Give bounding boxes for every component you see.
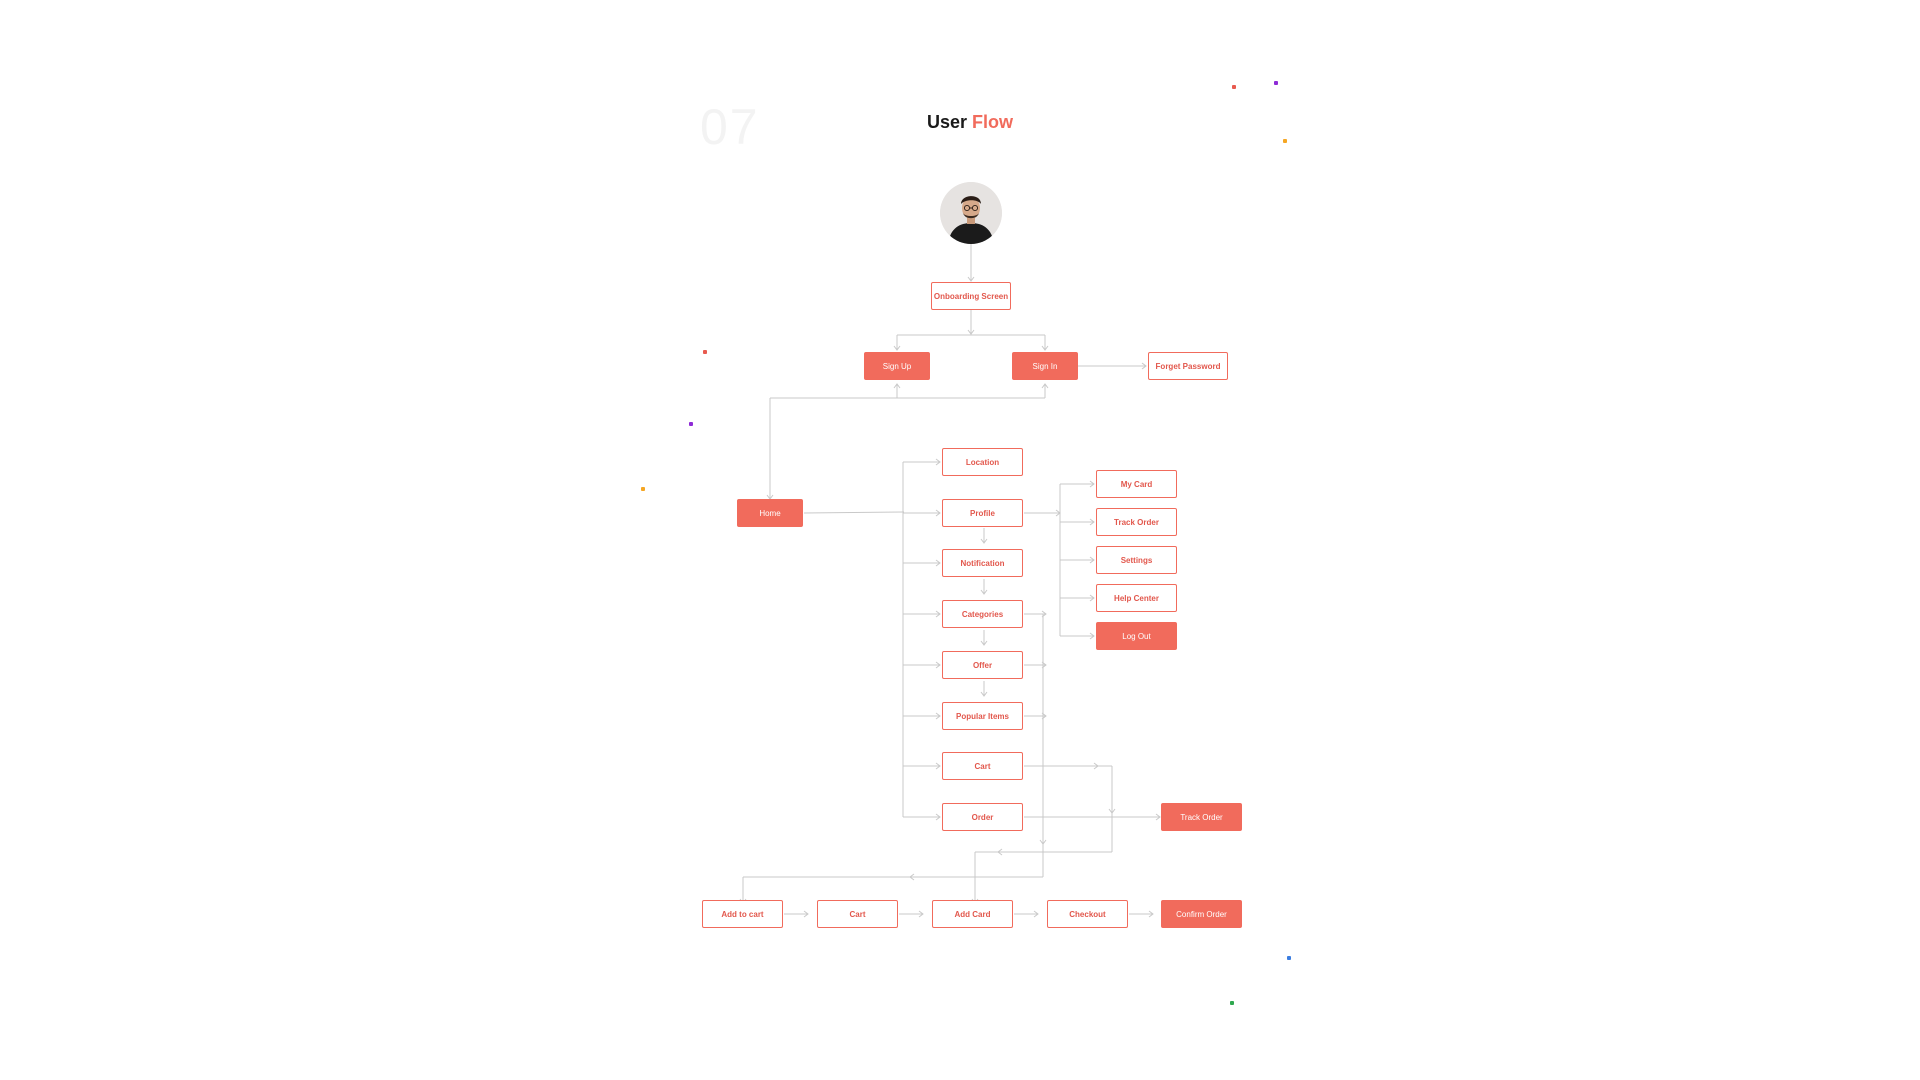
- node-profile[interactable]: Profile: [942, 499, 1023, 527]
- decor-dot: [1232, 85, 1236, 89]
- node-add-to-cart[interactable]: Add to cart: [702, 900, 783, 928]
- node-notification[interactable]: Notification: [942, 549, 1023, 577]
- node-my-card[interactable]: My Card: [1096, 470, 1177, 498]
- node-help-center[interactable]: Help Center: [1096, 584, 1177, 612]
- node-cart-bottom[interactable]: Cart: [817, 900, 898, 928]
- decor-dot: [641, 487, 645, 491]
- decor-dot: [1230, 1001, 1234, 1005]
- node-offer[interactable]: Offer: [942, 651, 1023, 679]
- node-confirm-order[interactable]: Confirm Order: [1161, 900, 1242, 928]
- decor-dot: [1287, 956, 1291, 960]
- node-home[interactable]: Home: [737, 499, 803, 527]
- page-title: User Flow: [900, 112, 1040, 133]
- node-track-order[interactable]: Track Order: [1161, 803, 1242, 831]
- node-popular-items[interactable]: Popular Items: [942, 702, 1023, 730]
- node-cart[interactable]: Cart: [942, 752, 1023, 780]
- node-forget-password[interactable]: Forget Password: [1148, 352, 1228, 380]
- node-order[interactable]: Order: [942, 803, 1023, 831]
- node-sign-up[interactable]: Sign Up: [864, 352, 930, 380]
- decor-dot: [1274, 81, 1278, 85]
- decor-dot: [703, 350, 707, 354]
- node-log-out[interactable]: Log Out: [1096, 622, 1177, 650]
- section-number: 07: [700, 99, 760, 155]
- node-checkout[interactable]: Checkout: [1047, 900, 1128, 928]
- decor-dot: [689, 422, 693, 426]
- node-settings[interactable]: Settings: [1096, 546, 1177, 574]
- node-categories[interactable]: Categories: [942, 600, 1023, 628]
- user-avatar-icon: [940, 182, 1002, 244]
- node-add-card[interactable]: Add Card: [932, 900, 1013, 928]
- title-accent: Flow: [972, 112, 1014, 132]
- decor-dot: [1283, 139, 1287, 143]
- title-main: User: [926, 112, 967, 132]
- node-location[interactable]: Location: [942, 448, 1023, 476]
- node-onboarding-screen[interactable]: Onboarding Screen: [931, 282, 1011, 310]
- node-sign-in[interactable]: Sign In: [1012, 352, 1078, 380]
- node-track-order-profile[interactable]: Track Order: [1096, 508, 1177, 536]
- user-avatar: [940, 182, 1002, 244]
